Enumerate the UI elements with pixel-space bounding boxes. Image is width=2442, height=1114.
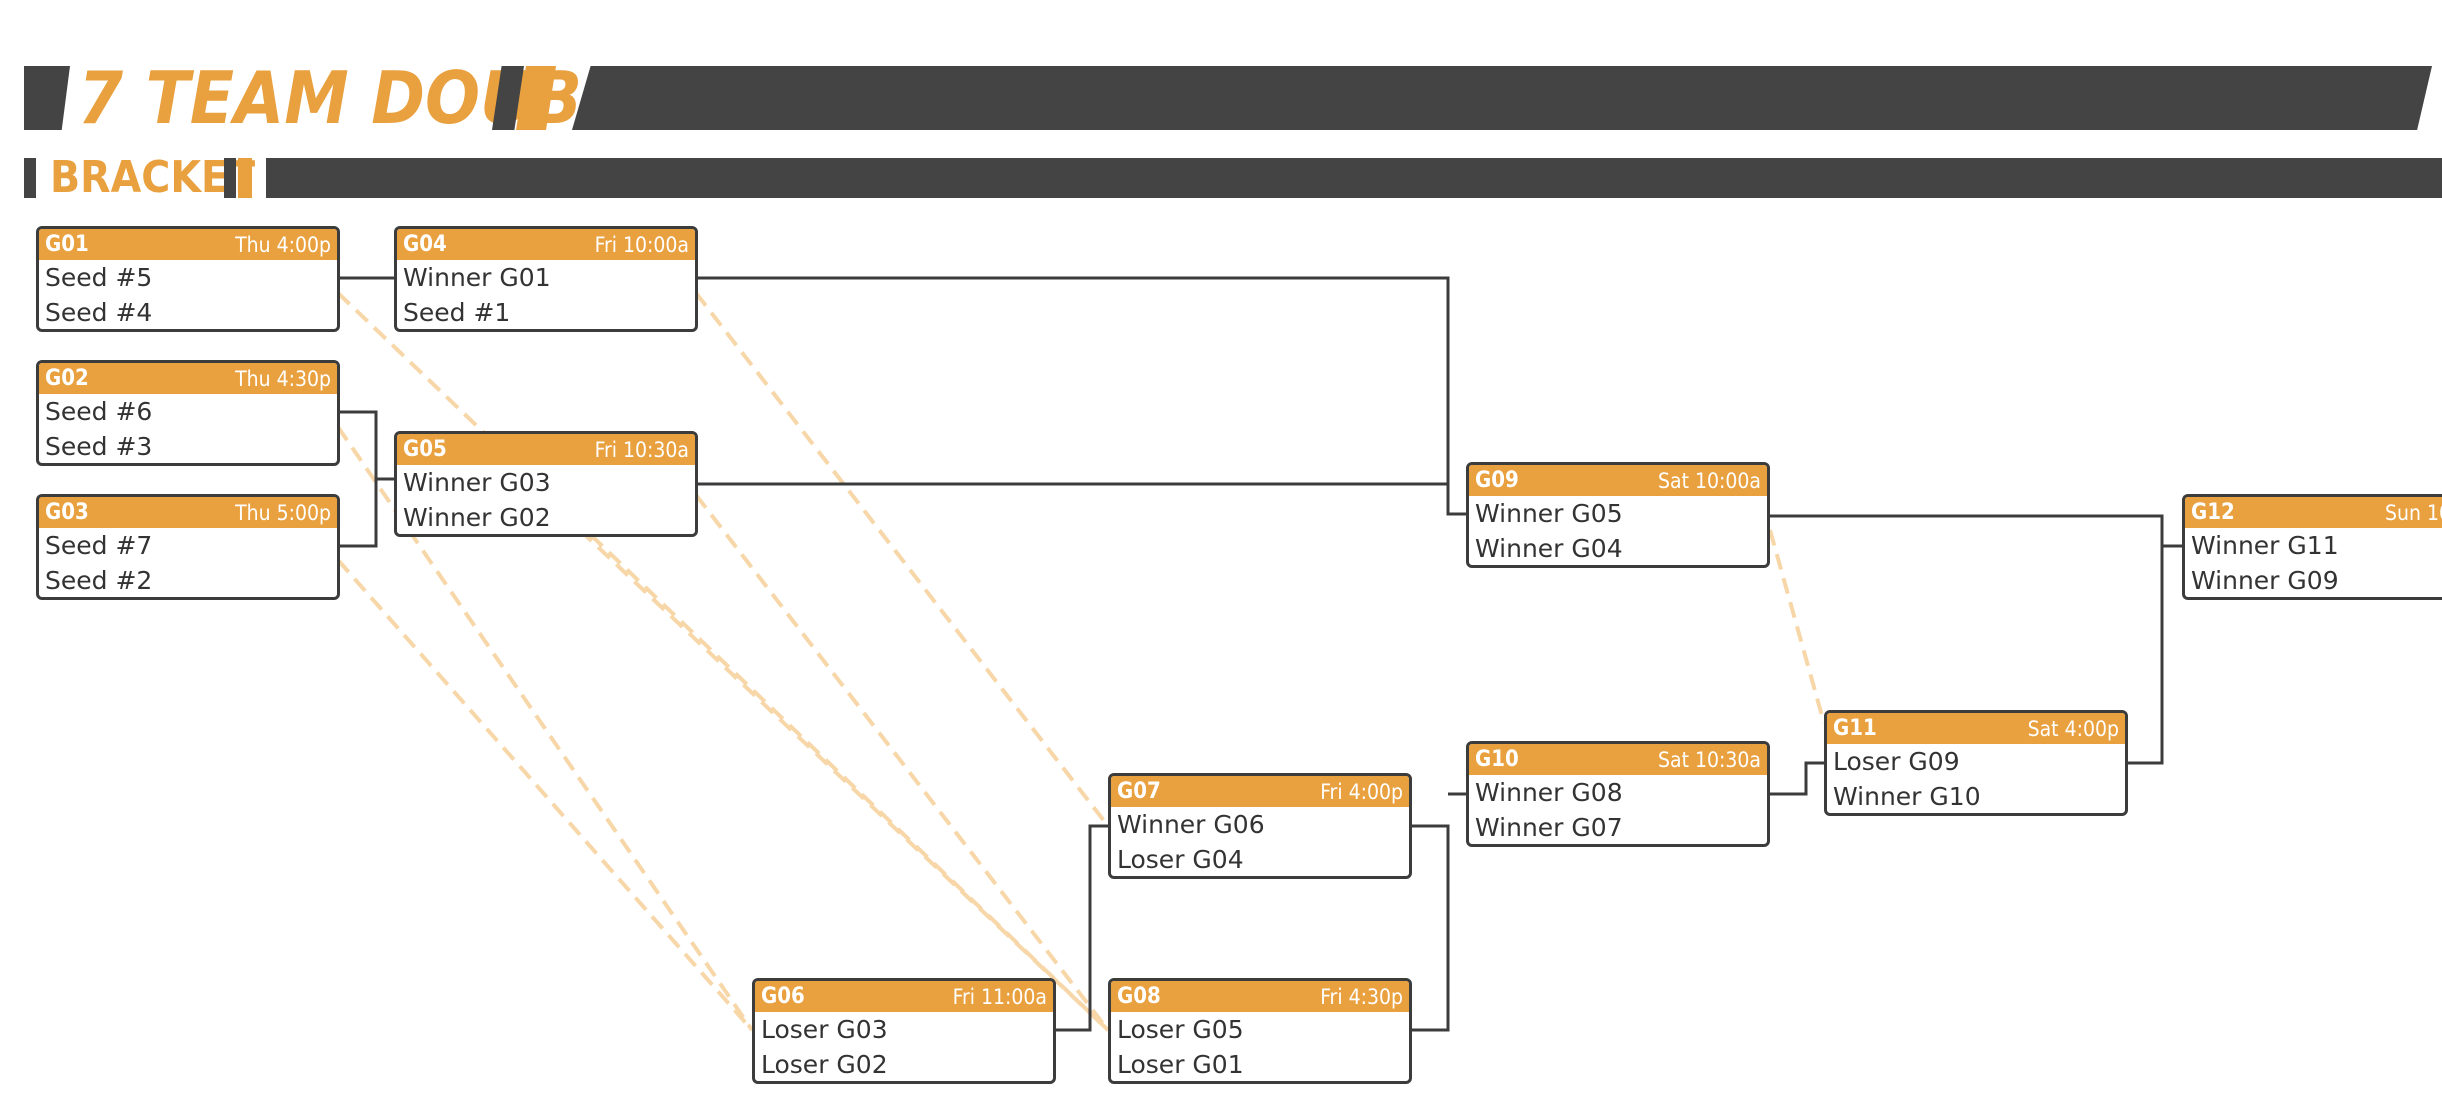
loser-dashed-lines (336, 291, 1826, 1032)
game-header: G02 Thu 4:30p (39, 363, 337, 394)
team-slot-top: Winner G11 (2191, 531, 2339, 560)
team-slot-bottom: Winner G09 (2191, 566, 2339, 595)
game-time: Thu 4:00p (235, 232, 331, 257)
game-time: Fri 4:00p (1320, 779, 1403, 804)
game-header: G10 Sat 10:30a (1469, 744, 1767, 775)
game-time: Sat 4:00p (2027, 716, 2119, 741)
team-slot-top: Winner G06 (1117, 810, 1265, 839)
page-subtitle: BRACKET (50, 152, 256, 203)
team-slot-top: Loser G05 (1117, 1015, 1244, 1044)
team-slot-bottom: Seed #2 (45, 566, 153, 595)
game-id: G07 (1117, 779, 1161, 804)
subtitle-bar (266, 158, 2442, 198)
game-id: G02 (45, 366, 89, 391)
line-g04-g05-g09 (696, 276, 1466, 516)
team-slot-bottom: Winner G07 (1475, 813, 1623, 842)
team-slot-bottom: Winner G04 (1475, 534, 1623, 563)
game-header: G03 Thu 5:00p (39, 497, 337, 528)
game-g08: G08 Fri 4:30p Loser G05 Loser G01 (1108, 978, 1412, 1084)
game-time: Thu 5:00p (235, 500, 331, 525)
loser-line-g04-g07 (694, 291, 1110, 828)
team-slot-bottom: Seed #1 (403, 298, 511, 327)
loser-line-g02-g06 (336, 425, 754, 1032)
game-time: Sun 10:00a (2385, 500, 2442, 525)
game-time: Sat 10:00a (1658, 468, 1761, 493)
loser-line-g05-g08-b (578, 528, 1110, 1032)
game-id: G11 (1833, 716, 1877, 741)
game-id: G09 (1475, 468, 1519, 493)
game-g01: G01 Thu 4:00p Seed #5 Seed #4 (36, 226, 340, 332)
team-slot-bottom: Winner G02 (403, 503, 551, 532)
team-slot-bottom: Seed #3 (45, 432, 153, 461)
loser-line-g09-g11 (1768, 529, 1826, 724)
subtitle-stripe-orange (238, 158, 252, 198)
team-slot-top: Loser G09 (1833, 747, 1960, 776)
line-g06-g07 (1054, 824, 1108, 1032)
game-id: G04 (403, 232, 447, 257)
team-slot-top: Seed #5 (45, 263, 153, 292)
team-slot-top: Winner G01 (403, 263, 551, 292)
page-title: 7 TEAM DOUBLE (78, 56, 668, 140)
line-g02-g03-g05 (338, 410, 394, 548)
game-id: G03 (45, 500, 89, 525)
game-id: G06 (761, 984, 805, 1009)
line-g07-g08-g10 (1410, 792, 1466, 1032)
game-g06: G06 Fri 11:00a Loser G03 Loser G02 (752, 978, 1056, 1084)
winner-lines (338, 276, 2182, 1032)
line-g09-g11-g12 (1768, 514, 2182, 765)
team-slot-top: Winner G03 (403, 468, 551, 497)
line-g10-g11 (1768, 761, 1824, 796)
game-header: G12 Sun 10:00a (2185, 497, 2442, 528)
game-time: Thu 4:30p (235, 366, 331, 391)
game-g05: G05 Fri 10:30a Winner G03 Winner G02 (394, 431, 698, 537)
game-id: G10 (1475, 747, 1519, 772)
game-header: G05 Fri 10:30a (397, 434, 695, 465)
team-slot-top: Seed #6 (45, 397, 153, 426)
team-slot-bottom: Loser G04 (1117, 845, 1244, 874)
title-bar (572, 66, 2432, 130)
game-time: Fri 4:30p (1320, 984, 1403, 1009)
game-header: G01 Thu 4:00p (39, 229, 337, 260)
subtitle-stripe-dark (224, 158, 236, 198)
title-bar-left-cap (24, 66, 70, 130)
team-slot-bottom: Loser G02 (761, 1050, 888, 1079)
game-id: G01 (45, 232, 89, 257)
game-time: Sat 10:30a (1658, 747, 1761, 772)
team-slot-top: Winner G05 (1475, 499, 1623, 528)
game-header: G09 Sat 10:00a (1469, 465, 1767, 496)
game-header: G04 Fri 10:00a (397, 229, 695, 260)
game-time: Fri 10:00a (594, 232, 689, 257)
loser-line-g03-g06 (336, 558, 754, 1032)
game-g11: G11 Sat 4:00p Loser G09 Winner G10 (1824, 710, 2128, 816)
subtitle-bar-left-cap (24, 158, 36, 198)
game-header: G11 Sat 4:00p (1827, 713, 2125, 744)
team-slot-bottom: Loser G01 (1117, 1050, 1244, 1079)
game-g12: G12 Sun 10:00a Winner G11 Winner G09 (2182, 494, 2442, 600)
game-time: Fri 11:00a (952, 984, 1047, 1009)
team-slot-bottom: Seed #4 (45, 298, 153, 327)
game-g02: G02 Thu 4:30p Seed #6 Seed #3 (36, 360, 340, 466)
game-header: G07 Fri 4:00p (1111, 776, 1409, 807)
loser-line-g05-g08 (694, 493, 1110, 1032)
game-g07: G07 Fri 4:00p Winner G06 Loser G04 (1108, 773, 1412, 879)
game-g09: G09 Sat 10:00a Winner G05 Winner G04 (1466, 462, 1770, 568)
team-slot-bottom: Winner G10 (1833, 782, 1981, 811)
game-g04: G04 Fri 10:00a Winner G01 Seed #1 (394, 226, 698, 332)
game-time: Fri 10:30a (594, 437, 689, 462)
game-id: G05 (403, 437, 447, 462)
team-slot-top: Loser G03 (761, 1015, 888, 1044)
game-id: G08 (1117, 984, 1161, 1009)
game-header: G06 Fri 11:00a (755, 981, 1053, 1012)
team-slot-top: Seed #7 (45, 531, 153, 560)
loser-line-g01-g08 (336, 291, 1110, 1032)
team-slot-top: Winner G08 (1475, 778, 1623, 807)
game-g10: G10 Sat 10:30a Winner G08 Winner G07 (1466, 741, 1770, 847)
game-g03: G03 Thu 5:00p Seed #7 Seed #2 (36, 494, 340, 600)
game-id: G12 (2191, 500, 2235, 525)
game-header: G08 Fri 4:30p (1111, 981, 1409, 1012)
